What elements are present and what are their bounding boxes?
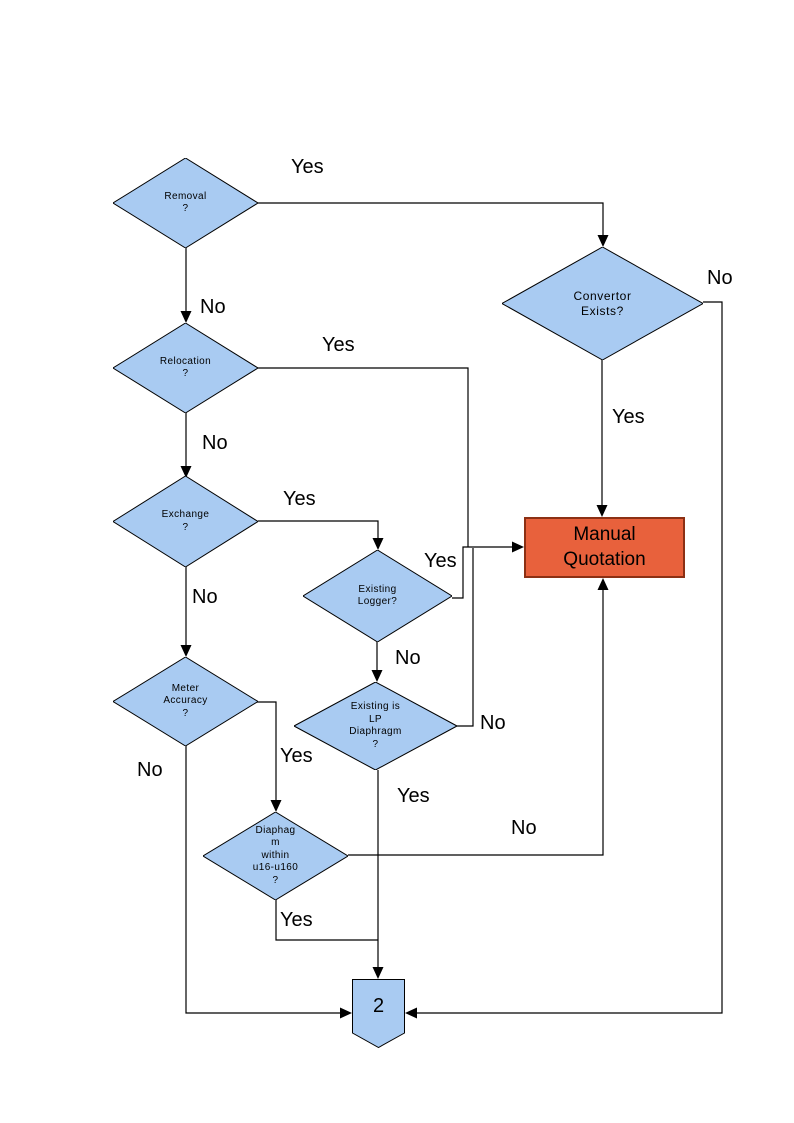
edge-label-meter-accuracy-no: No — [137, 759, 163, 781]
node-offpage-connector-label: 2 — [372, 994, 385, 1017]
diamond-shape — [113, 158, 258, 248]
diamond-shape — [113, 323, 258, 413]
edge-label-relocation-no: No — [202, 432, 228, 454]
edge-label-exchange-no: No — [192, 586, 218, 608]
diamond-shape — [303, 550, 452, 642]
edge-label-existing-logger-no: No — [395, 647, 421, 669]
node-offpage-connector: 2 — [352, 979, 405, 1048]
edge-label-diaphragm-yes: Yes — [280, 909, 313, 931]
edge-label-existing-logger-yes: Yes — [424, 550, 457, 572]
node-meter-accuracy-label: Meter Accuracy ? — [163, 682, 208, 719]
pentagon-shape — [352, 979, 405, 1048]
edge-label-lp-diaphragm-no: No — [480, 712, 506, 734]
edge-exchange-yes — [258, 520, 384, 550]
edge-lp-diaphragm-yes — [372, 770, 384, 979]
edge-label-removal-yes: Yes — [291, 156, 324, 178]
diamond-shape — [113, 476, 258, 567]
node-existing-lp-diaphragm-label: Existing is LP Diaphragm ? — [349, 701, 402, 750]
edge-label-meter-accuracy-yes: Yes — [280, 745, 313, 767]
edge-label-exchange-yes: Yes — [283, 488, 316, 510]
edge-convertor-no — [405, 301, 723, 1019]
diamond-shape — [113, 657, 258, 746]
node-existing-lp-diaphragm: Existing is LP Diaphragm ? — [294, 682, 457, 770]
edge-label-convertor-no: No — [707, 267, 733, 289]
edge-label-relocation-yes: Yes — [322, 334, 355, 356]
node-diaphragm-within-range: Diaphag m within u16-u160 ? — [203, 812, 348, 900]
node-manual-quotation-label: Manual Quotation — [563, 523, 646, 570]
edge-meter-accuracy-no — [185, 746, 352, 1019]
edge-label-lp-diaphragm-yes: Yes — [397, 785, 430, 807]
node-relocation: Relocation ? — [113, 323, 258, 413]
edge-diaphragm-yes — [275, 900, 378, 941]
node-convertor-exists: Convertor Exists? — [502, 247, 703, 360]
diamond-shape — [294, 682, 457, 770]
edge-convertor-yes — [596, 360, 608, 517]
edge-relocation-no — [180, 412, 192, 478]
node-diaphragm-within-range-label: Diaphag m within u16-u160 ? — [252, 824, 299, 886]
edge-relocation-yes — [258, 367, 469, 547]
diamond-shape — [502, 247, 703, 360]
node-meter-accuracy: Meter Accuracy ? — [113, 657, 258, 746]
node-manual-quotation: Manual Quotation — [524, 517, 685, 578]
edge-removal-yes — [258, 202, 609, 247]
edge-exchange-no — [180, 567, 192, 657]
node-existing-logger: Existing Logger? — [303, 550, 452, 642]
edge-existing-logger-yes — [452, 541, 524, 599]
node-convertor-exists-label: Convertor Exists? — [573, 288, 632, 318]
diamond-shape — [203, 812, 348, 900]
node-relocation-label: Relocation ? — [159, 355, 212, 380]
node-exchange-label: Exchange ? — [161, 509, 210, 533]
edge-label-convertor-yes: Yes — [612, 406, 645, 428]
edge-diaphragm-no — [348, 578, 609, 856]
edge-removal-no — [180, 248, 192, 323]
edge-label-removal-no: No — [200, 296, 226, 318]
edge-lp-diaphragm-no — [457, 548, 474, 727]
edge-label-diaphragm-no: No — [511, 817, 537, 839]
node-existing-logger-label: Existing Logger? — [357, 583, 398, 608]
node-exchange: Exchange ? — [113, 476, 258, 567]
node-removal-label: Removal ? — [164, 190, 207, 215]
node-removal: Removal ? — [113, 158, 258, 248]
edge-meter-accuracy-yes — [257, 701, 282, 812]
edge-existing-logger-no — [371, 642, 383, 682]
